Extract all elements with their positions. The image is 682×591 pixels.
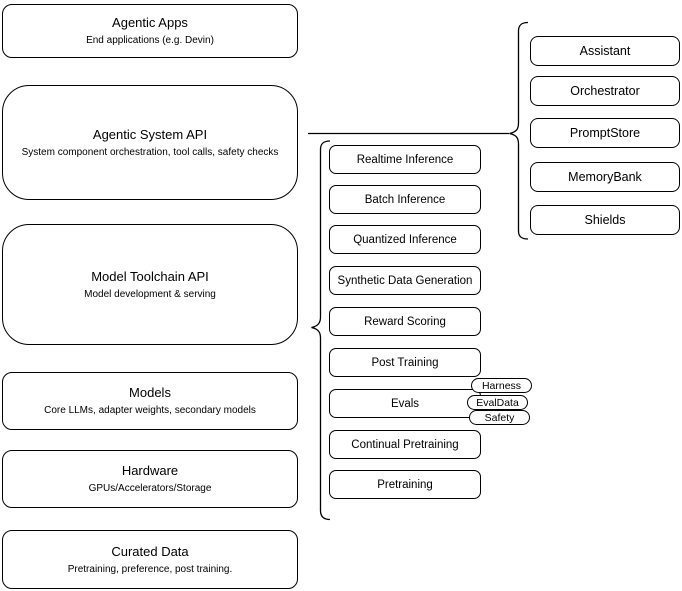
toolchain-item-label: Pretraining <box>377 478 433 491</box>
component-item-orchestrator: Orchestrator <box>530 76 680 106</box>
component-item-label: Assistant <box>579 44 631 58</box>
toolchain-item-evals: Evals <box>329 389 481 418</box>
toolchain-item-quantized-inference: Quantized Inference <box>329 225 481 254</box>
component-item-label: PromptStore <box>569 126 641 140</box>
node-curated-data: Curated Data Pretraining, preference, po… <box>2 530 298 589</box>
evals-badge-label: Safety <box>484 411 515 424</box>
toolchain-item-label: Quantized Inference <box>353 233 457 246</box>
component-item-label: MemoryBank <box>568 170 642 184</box>
toolchain-item-batch-inference: Batch Inference <box>329 185 481 214</box>
evals-badge-label: EvalData <box>476 396 519 409</box>
component-item-label: Shields <box>584 213 626 227</box>
node-subtitle: Pretraining, preference, post training. <box>67 563 233 575</box>
node-agentic-apps: Agentic Apps End applications (e.g. Devi… <box>2 4 298 58</box>
node-title: Models <box>129 385 171 400</box>
toolchain-item-label: Continual Pretraining <box>351 438 459 451</box>
node-models: Models Core LLMs, adapter weights, secon… <box>2 372 298 430</box>
node-subtitle: End applications (e.g. Devin) <box>86 35 214 46</box>
node-subtitle: System component orchestration, tool cal… <box>21 146 279 158</box>
toolchain-item-post-training: Post Training <box>329 348 481 377</box>
node-subtitle: Model development & serving <box>84 288 216 300</box>
node-title: Model Toolchain API <box>91 268 209 284</box>
toolchain-item-continual-pretraining: Continual Pretraining <box>329 430 481 459</box>
node-title: Hardware <box>121 463 179 478</box>
component-item-memorybank: MemoryBank <box>530 162 680 192</box>
component-item-shields: Shields <box>530 205 680 235</box>
toolchain-item-label: Post Training <box>371 356 439 369</box>
toolchain-item-label: Reward Scoring <box>364 315 446 328</box>
toolchain-item-synthetic-data-generation: Synthetic Data Generation <box>329 266 481 295</box>
node-subtitle: Core LLMs, adapter weights, secondary mo… <box>44 405 256 416</box>
node-subtitle: GPUs/Accelerators/Storage <box>88 483 212 494</box>
node-title: Agentic System API <box>92 126 208 142</box>
toolchain-item-label: Batch Inference <box>364 193 446 206</box>
toolchain-item-pretraining: Pretraining <box>329 470 481 499</box>
evals-badge-evaldata: EvalData <box>467 395 528 410</box>
component-item-label: Orchestrator <box>570 84 640 98</box>
node-agentic-system-api: Agentic System API System component orch… <box>2 85 298 200</box>
node-title: Agentic Apps <box>112 15 188 30</box>
evals-badge-safety: Safety <box>469 410 530 425</box>
node-title: Curated Data <box>111 543 189 559</box>
evals-badge-harness: Harness <box>471 378 532 393</box>
node-model-toolchain-api: Model Toolchain API Model development & … <box>2 224 298 345</box>
toolchain-item-realtime-inference: Realtime Inference <box>329 145 481 174</box>
component-item-assistant: Assistant <box>530 36 680 66</box>
brace-system-components-group <box>509 21 529 240</box>
toolchain-item-label: Realtime Inference <box>356 153 454 166</box>
evals-badge-label: Harness <box>481 379 522 392</box>
component-item-promptstore: PromptStore <box>530 118 680 148</box>
node-hardware: Hardware GPUs/Accelerators/Storage <box>2 450 298 508</box>
toolchain-item-reward-scoring: Reward Scoring <box>329 307 481 336</box>
toolchain-item-label: Evals <box>390 397 420 410</box>
brace-toolchain-group <box>311 140 331 521</box>
toolchain-item-label: Synthetic Data Generation <box>337 274 473 287</box>
